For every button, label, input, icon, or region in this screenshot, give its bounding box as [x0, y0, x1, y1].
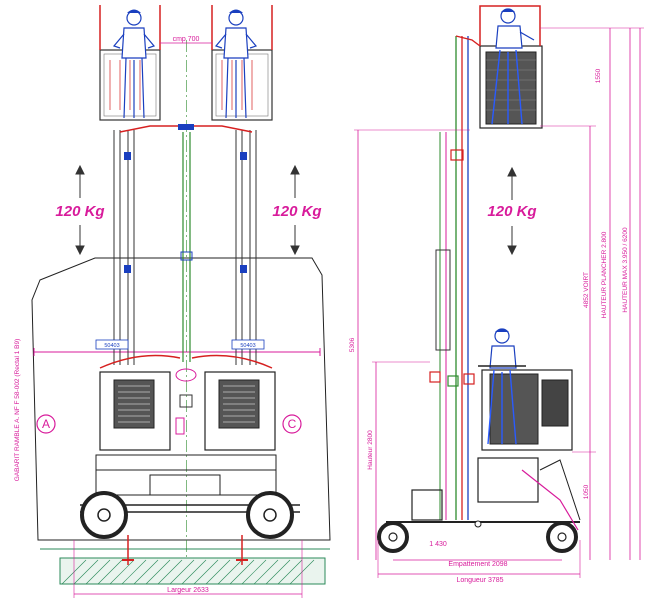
left-load-label: 120 Kg — [55, 203, 104, 220]
upper-basket — [479, 5, 543, 129]
lower-right-label: 1050 — [583, 484, 590, 499]
right-load-label: 120 Kg — [272, 203, 321, 220]
side-chassis — [386, 457, 581, 531]
gauge-side-note: GABARIT RAMBLE A. NF F 58-002 (Rectal 1 … — [14, 339, 21, 482]
left-basket — [99, 5, 161, 121]
left-chassis-label: 50403 — [104, 343, 119, 349]
left-engine — [99, 371, 171, 451]
left-mast — [113, 130, 135, 365]
right-load-arrow — [290, 164, 300, 256]
tower-note-2-label: HAUTEUR MAX 3.950 / 6200 — [622, 227, 629, 313]
side-load-arrow — [507, 166, 517, 256]
marker-a: A — [42, 417, 50, 431]
side-mast — [435, 35, 481, 520]
front-left-wheel — [80, 491, 128, 539]
side-load-label: 120 Kg — [487, 203, 536, 220]
platform-height-label: 1550 — [595, 68, 602, 83]
tower-note-1-label: HAUTEUR PLANCHER 2.800 — [601, 231, 608, 318]
center-mast — [180, 40, 193, 560]
side-view: 120 Kg — [349, 5, 644, 584]
marker-c: C — [288, 417, 297, 431]
ground-hatch — [40, 548, 330, 585]
right-mast — [235, 130, 257, 365]
lower-cabin — [478, 328, 573, 451]
top-spacing-label: cmp 700 — [173, 36, 200, 43]
bucket-note-label: 4852 VOIRT — [583, 272, 590, 308]
wheelbase-label: Empattement 2098 — [448, 561, 507, 568]
right-basket — [211, 5, 273, 121]
axle-label: 1 430 — [429, 541, 447, 548]
side-rear-wheel — [377, 521, 409, 553]
gauge-outline — [31, 257, 331, 541]
left-load-arrow — [75, 164, 85, 256]
right-chassis-label: 50403 — [240, 343, 255, 349]
length-label: Longueur 3785 — [456, 577, 503, 584]
right-engine — [204, 371, 276, 451]
total-height-label: 5306 — [349, 337, 356, 352]
lower-height-label: Hauteur 2800 — [367, 430, 374, 470]
front-right-wheel — [246, 491, 294, 539]
front-view: cmp 700 120 Kg 120 Kg 50403 50403 — [14, 5, 331, 598]
width-label: Largeur 2633 — [167, 587, 209, 594]
side-front-wheel — [546, 521, 578, 553]
